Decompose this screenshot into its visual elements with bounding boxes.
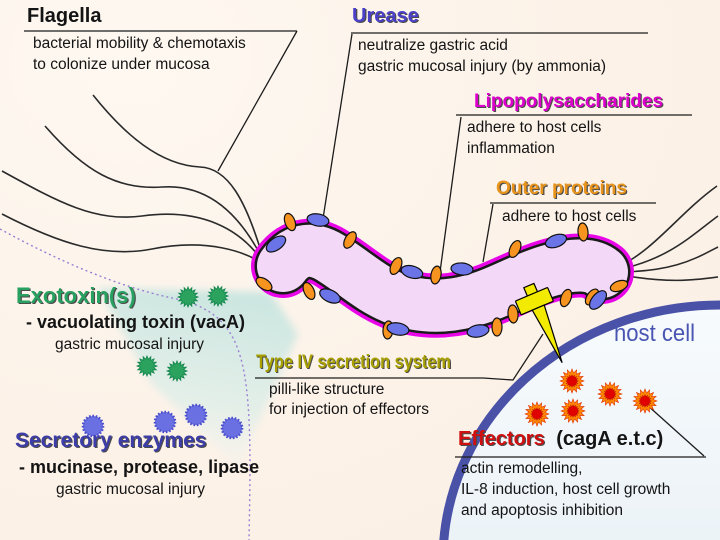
lps-line-1: adhere to host cells <box>467 119 602 136</box>
type4-title: Type IV secretion system <box>256 352 451 373</box>
callout-pointers <box>217 30 705 457</box>
urease-pointer <box>321 33 353 226</box>
outer-protein-peg <box>302 281 316 301</box>
exotoxins-title: Exotoxin(s) <box>16 283 136 308</box>
lps-oval <box>265 235 287 253</box>
lps-title: Lipopolysaccharides <box>474 91 664 112</box>
lps-oval <box>588 290 608 310</box>
type4-pointer <box>482 333 544 381</box>
bacterium-body <box>251 218 634 338</box>
mucosa-wedge <box>98 288 298 468</box>
lps-oval <box>319 288 341 304</box>
effector-particle <box>559 368 585 394</box>
type4-syringe-icon <box>515 282 563 363</box>
lps-oval <box>400 264 424 280</box>
flagella-filaments-left <box>1 94 264 265</box>
outer-protein-peg <box>389 256 403 276</box>
flagella-line-2: to colonize under mucosa <box>33 56 210 73</box>
lps-ovals <box>265 213 608 338</box>
callout-underlines <box>24 30 706 458</box>
exotoxin-particle <box>207 285 229 307</box>
exotoxin-particle <box>166 360 188 382</box>
effectors-title: Effectors (cagA e.t.c) <box>458 428 663 451</box>
type4-line-1: pilli-like structure <box>269 381 385 398</box>
secretory-enzyme-particle <box>184 403 208 427</box>
host-cell-label: host cell <box>614 320 696 347</box>
secretory-enzyme-particles <box>81 403 244 440</box>
lps-oval <box>386 322 410 336</box>
effectors-pointer <box>645 403 705 457</box>
flagella-line-1: bacterial mobility & chemotaxis <box>33 35 246 52</box>
lps-oval <box>544 233 568 249</box>
effector-particle <box>597 381 623 407</box>
outer-protein-peg <box>491 317 503 337</box>
secretory-enzyme-particle <box>153 410 177 434</box>
outer-proteins-title: Outer proteins <box>496 178 627 199</box>
urease-line-2: gastric mucosal injury (by ammonia) <box>358 58 607 75</box>
outer-protein-peg <box>609 279 629 293</box>
outer-protein-peg <box>559 288 573 308</box>
outer-protein-peg <box>255 276 273 292</box>
lps-line-2: inflammation <box>467 140 555 157</box>
urease-line-1: neutralize gastric acid <box>358 37 508 54</box>
effectors-title-suffix: (cagA e.t.c) <box>556 428 664 450</box>
lps-oval <box>450 262 474 276</box>
effector-particle <box>524 401 550 427</box>
effectors-line-1: actin remodelling, <box>461 460 583 477</box>
exotoxin-particle <box>136 355 158 377</box>
effectors-line-3: and apoptosis inhibition <box>461 502 624 519</box>
flagella-title: Flagella <box>27 5 102 27</box>
exotoxins-subtitle: - vacuolating toxin (vacA) <box>26 312 246 332</box>
lps-oval <box>466 324 490 338</box>
outer-protein-pegs <box>255 212 629 340</box>
outer-proteins-pointer <box>482 203 494 263</box>
effectors-title-main: Effectors <box>458 428 545 450</box>
secretory-enzymes-subtitle: - mucinase, protease, lipase <box>19 457 260 477</box>
exotoxins-line-1: gastric mucosal injury <box>55 336 205 353</box>
secretory-enzyme-particle <box>81 414 105 438</box>
flagella-pointer <box>217 30 298 172</box>
lps-pointer <box>439 116 462 273</box>
effector-particle <box>632 388 658 414</box>
outer-protein-peg <box>343 231 357 249</box>
lps-oval <box>306 213 330 227</box>
urease-title: Urease <box>352 5 419 27</box>
outer-protein-peg <box>508 239 522 259</box>
effector-particle <box>560 398 586 424</box>
outer-protein-peg <box>430 265 442 285</box>
outer-proteins-line-1: adhere to host cells <box>502 208 637 225</box>
host-cell-membrane <box>439 300 720 540</box>
exotoxin-particle <box>177 286 199 308</box>
secretory-enzymes-title: Secretory enzymes <box>15 429 207 452</box>
effectors-line-2: IL-8 induction, host cell growth <box>461 481 671 498</box>
outer-protein-peg <box>507 304 519 324</box>
outer-protein-peg <box>283 212 297 232</box>
outer-protein-peg <box>577 222 589 242</box>
secretory-enzymes-line-1: gastric mucosal injury <box>56 481 206 498</box>
type4-line-2: for injection of effectors <box>269 401 429 418</box>
secretory-enzyme-particle <box>220 416 244 440</box>
